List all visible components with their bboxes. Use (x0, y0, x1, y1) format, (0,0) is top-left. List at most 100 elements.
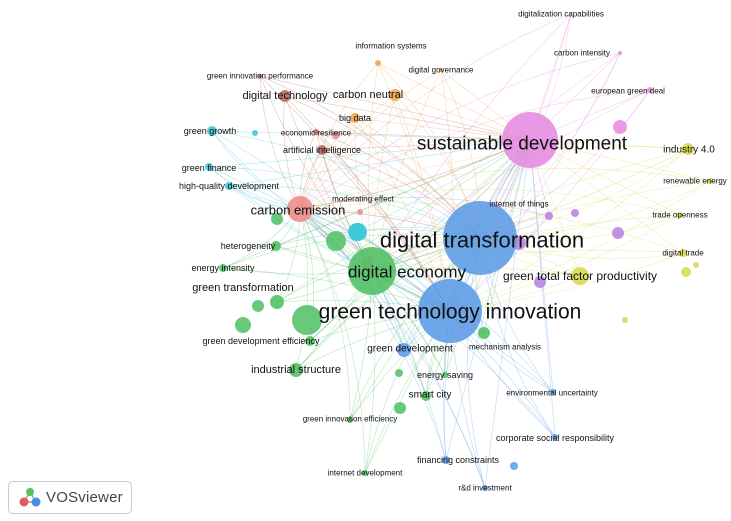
node-label-green-development-efficiency: green development efficiency (203, 336, 320, 346)
node-label-green-finance: green finance (182, 163, 237, 173)
network-node-energy-saving[interactable] (442, 372, 448, 378)
node-label-green-development: green development (367, 344, 453, 355)
network-node-financing-constraints[interactable] (442, 456, 450, 464)
node-label-artificial-intelligence: artificial intelligence (283, 145, 361, 155)
network-edge (299, 208, 366, 474)
network-node-green-development[interactable] (397, 343, 411, 357)
node-label-heterogeneity: heterogeneity (221, 241, 276, 251)
node-label-environmental-uncertainty: environmental uncertainty (506, 389, 598, 398)
vosviewer-logo-button[interactable]: VOSviewer (8, 481, 132, 514)
network-node-information-systems[interactable] (375, 60, 381, 66)
node-label-industrial-structure: industrial structure (251, 364, 341, 376)
network-node-moderating-effect[interactable] (348, 223, 366, 241)
node-label-smart-city: smart city (409, 390, 452, 401)
network-edge (371, 270, 486, 489)
network-edge (529, 139, 554, 393)
network-node-digital-governance[interactable] (439, 68, 443, 72)
network-edge (371, 13, 572, 272)
network-node-bubble (235, 317, 251, 333)
network-edge (222, 139, 531, 269)
node-label-green-transformation: green transformation (192, 282, 294, 294)
network-edge (449, 180, 711, 312)
network-edge (299, 188, 681, 216)
network-node-trade-openness[interactable] (677, 212, 683, 218)
network-node-sustainable-development[interactable] (502, 112, 558, 168)
network-edge (299, 94, 396, 210)
network-node-renewable-energy[interactable] (707, 178, 713, 184)
network-node-industrial-structure[interactable] (289, 363, 303, 377)
network-node-corporate-social-responsibility[interactable] (552, 434, 558, 440)
network-edge (299, 62, 379, 210)
network-node-carbon-emission[interactable] (287, 196, 313, 222)
network-edge (222, 208, 301, 269)
network-edge (349, 139, 531, 421)
network-node-green-total-factor-productivity[interactable] (571, 267, 589, 285)
network-node-internet-of-things[interactable] (545, 212, 553, 220)
network-edge (371, 148, 689, 272)
node-label-energy-intensity: energy intensity (191, 263, 255, 273)
network-node-internet-development[interactable] (362, 470, 368, 476)
node-label-digital-technology: digital technology (242, 90, 328, 102)
network-node-bubble (613, 120, 627, 134)
network-edge (284, 95, 451, 312)
network-edge (228, 139, 531, 187)
network-edge (371, 270, 556, 438)
network-node-bubble (622, 317, 628, 323)
network-node-artificial-intelligence[interactable] (317, 145, 327, 155)
network-node-carbon-intensity[interactable] (618, 51, 622, 55)
network-node-economic-resilience[interactable] (313, 129, 319, 135)
network-node-smart-city[interactable] (421, 391, 431, 401)
node-label-green-total-factor-productivity: green total factor productivity (503, 269, 657, 283)
node-label-financing-constraints: financing constraints (417, 455, 500, 465)
node-label-big-data: big data (339, 113, 371, 123)
network-edge (299, 208, 427, 397)
network-node-environmental-uncertainty[interactable] (550, 389, 556, 395)
network-node-heterogeneity[interactable] (271, 241, 281, 251)
network-node-high-quality-development[interactable] (225, 182, 233, 190)
network-node-digital-trade[interactable] (679, 249, 687, 257)
network-node-bubble (395, 369, 403, 377)
node-label-internet-of-things: internet of things (489, 200, 548, 209)
node-label-green-innovation-performance: green innovation performance (207, 72, 314, 81)
network-edge (299, 168, 711, 210)
network-node-green-transformation[interactable] (270, 295, 284, 309)
network-edge (368, 62, 379, 272)
network-node-big-data[interactable] (350, 113, 360, 123)
node-label-internet-development: internet development (328, 469, 403, 478)
network-node-digital-economy[interactable] (348, 247, 396, 295)
network-edge (371, 180, 711, 272)
network-node-digital-transformation[interactable] (443, 201, 517, 275)
network-edge (299, 145, 689, 210)
network-node-industry-4-0[interactable] (682, 143, 694, 155)
network-edge (449, 89, 651, 312)
network-node-european-green-deal[interactable] (647, 87, 653, 93)
network-node-mechanism-analysis[interactable] (478, 327, 490, 339)
network-edge (299, 208, 447, 461)
network-edge (276, 139, 531, 303)
network-edge (299, 52, 621, 210)
network-edge (371, 270, 447, 461)
node-label-trade-openness: trade openness (652, 211, 707, 220)
network-node-r-and-d-investment[interactable] (482, 485, 488, 491)
network-node-bubble (271, 213, 283, 225)
network-edge (484, 139, 531, 489)
node-label-digital-governance: digital governance (409, 66, 474, 75)
network-node-carbon-neutral[interactable] (389, 89, 401, 101)
network-node-digital-technology[interactable] (279, 90, 291, 102)
network-edge (371, 89, 651, 272)
network-edge (259, 75, 301, 210)
network-node-energy-intensity[interactable] (219, 264, 227, 272)
network-node-green-innovation-performance[interactable] (258, 74, 262, 78)
network-edge (371, 69, 442, 272)
network-node-green-development-efficiency[interactable] (305, 336, 315, 346)
network-edge (299, 139, 531, 210)
network-nodes (205, 51, 713, 491)
network-node-green-finance[interactable] (205, 163, 213, 171)
network-edge (211, 130, 451, 312)
network-node-green-technology-innovation[interactable] (418, 279, 482, 343)
network-node-green-growth[interactable] (207, 126, 217, 136)
node-label-moderating-effect: moderating effect (332, 195, 394, 204)
node-label-carbon-intensity: carbon intensity (554, 49, 610, 58)
network-node-green-innovation-efficiency[interactable] (347, 417, 353, 423)
